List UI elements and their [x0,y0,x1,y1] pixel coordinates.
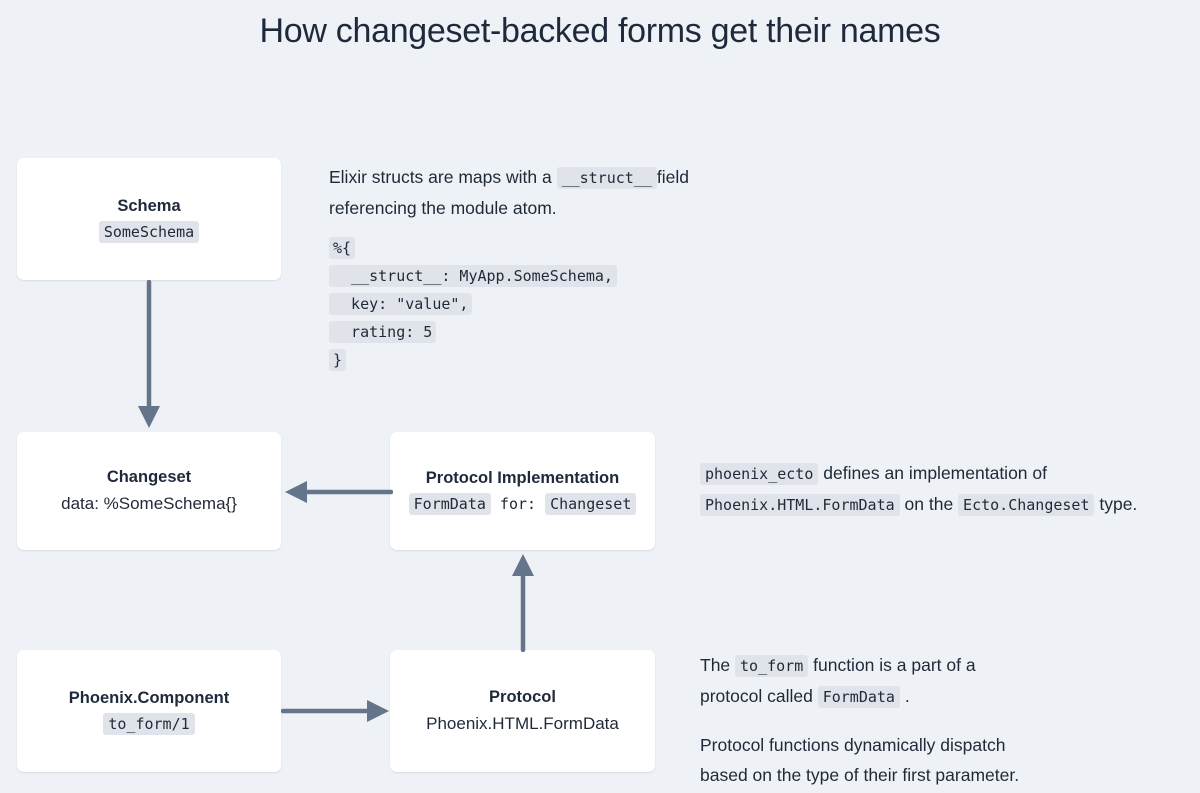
node-changeset[interactable]: Changeset data: %SomeSchema{} [17,432,281,550]
node-phoenix-component-subtitle: to_form/1 [103,712,195,735]
node-schema-subtitle: SomeSchema [98,220,200,243]
node-protocol-implementation-subtitle: FormData for: Changeset [408,492,637,515]
note-struct-part2: field [656,167,689,187]
code-line-text: } [329,349,347,371]
note-to-form-part4: . [899,686,910,706]
arrow-schema-to-changeset-icon [138,280,160,428]
code-line: __struct__: MyApp.SomeSchema, [329,262,729,290]
note-phoenix-ecto-code-type: Ecto.Changeset [958,494,1095,516]
note-to-form: The to_form function is a part of a prot… [700,650,1120,712]
code-line-text: key: "value", [329,293,473,315]
code-line: %{ [329,234,729,262]
note-to-form-part1: The [700,655,736,675]
code-block-struct-example: %{ __struct__: MyApp.SomeSchema, key: "v… [329,234,729,374]
note-phoenix-ecto-part3: type. [1094,494,1138,514]
node-protocol-title: Protocol [489,687,556,706]
code-line: key: "value", [329,290,729,318]
arrow-component-to-protocol-icon [281,700,389,722]
node-protocol-subtitle: Phoenix.HTML.FormData [426,714,619,734]
node-protocol-implementation-for-keyword: for: [490,494,546,513]
note-struct-part3: referencing the module atom. [329,198,557,218]
note-phoenix-ecto-code-protocol: Phoenix.HTML.FormData [700,494,900,516]
note-struct-part1: Elixir structs are maps with a [329,167,557,187]
node-schema[interactable]: Schema SomeSchema [17,158,281,280]
node-schema-code: SomeSchema [98,220,200,243]
code-line-text: __struct__: MyApp.SomeSchema, [329,265,617,287]
node-protocol-implementation-code-left: FormData [408,492,491,515]
note-to-form-code-protocol: FormData [817,686,900,708]
note-struct: Elixir structs are maps with a __struct_… [329,162,749,223]
note-phoenix-ecto: phoenix_ecto defines an implementation o… [700,458,1195,520]
code-line: } [329,346,729,374]
node-phoenix-component-title: Phoenix.Component [68,689,230,708]
arrow-implementation-to-changeset-icon [285,481,393,503]
node-phoenix-component-code: to_form/1 [103,712,195,735]
node-schema-title: Schema [117,197,181,216]
node-phoenix-component[interactable]: Phoenix.Component to_form/1 [17,650,281,772]
node-changeset-title: Changeset [106,467,192,486]
code-line-text: %{ [329,237,356,259]
note-dispatch-line2: based on the type of their first paramet… [700,765,1020,785]
page-title: How changeset-backed forms get their nam… [259,12,941,50]
node-protocol-implementation[interactable]: Protocol Implementation FormData for: Ch… [390,432,655,550]
node-changeset-subtitle: data: %SomeSchema{} [61,494,237,514]
note-to-form-part3: protocol called [700,686,818,706]
note-struct-code-struct: __struct__ [556,167,657,189]
node-protocol[interactable]: Protocol Phoenix.HTML.FormData [390,650,655,772]
note-dispatch: Protocol functions dynamically dispatch … [700,730,1120,790]
note-dispatch-line1: Protocol functions dynamically dispatch [700,735,1006,755]
note-phoenix-ecto-code-package: phoenix_ecto [700,463,819,485]
note-to-form-part2: function is a part of a [808,655,976,675]
note-phoenix-ecto-part1: defines an implementation of [818,463,1047,483]
arrow-protocol-to-implementation-icon [512,554,534,652]
code-line: rating: 5 [329,318,729,346]
node-protocol-implementation-code-right: Changeset [545,492,637,515]
node-protocol-implementation-title: Protocol Implementation [425,469,620,488]
note-phoenix-ecto-part2: on the [899,494,959,514]
note-to-form-code-function: to_form [735,655,809,677]
code-line-text: rating: 5 [329,321,437,343]
